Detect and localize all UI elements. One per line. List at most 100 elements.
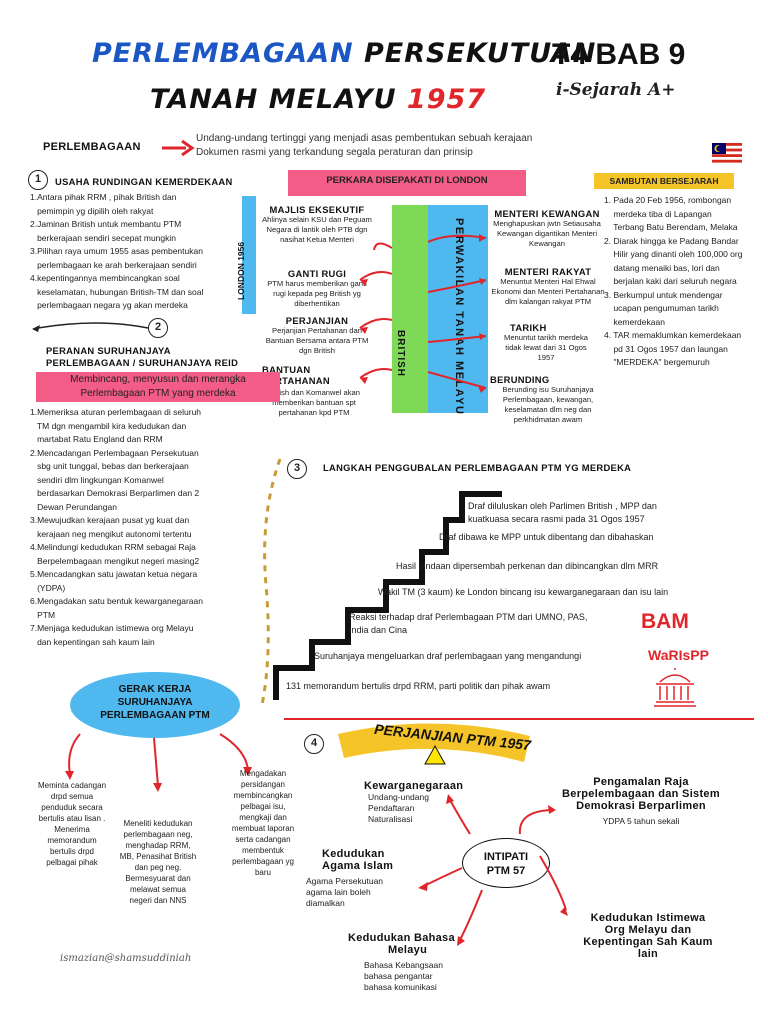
- london-right-title-3: TARIKH: [510, 322, 547, 333]
- subtitle: i-Sejarah A+: [556, 80, 676, 100]
- gerak-right-line-4: pelbagai isu,: [240, 802, 286, 811]
- london-left-item-1: MAJLIS EKSEKUTIF Ahlinya selain KSU dan …: [262, 204, 372, 245]
- gerak-right-line-2: persidangan: [240, 780, 286, 789]
- intipati-item-4-title2: Org Melayu dan: [604, 924, 692, 936]
- intipati-item-3-line2: agama lain boleh: [306, 887, 371, 897]
- section3-title: LANGKAH PENGGUBALAN PERLEMBAGAAN PTM YG …: [323, 462, 632, 473]
- london-right-title-1: MENTERI KEWANGAN: [494, 208, 600, 219]
- gerak-right-line-7: serta cadangan: [235, 835, 291, 844]
- intipati-arrows-icon: [418, 794, 568, 946]
- intipati-item-5-line1: Bahasa Kebangsaan: [364, 960, 443, 970]
- intipati-item-5-line3: bahasa komunikasi: [364, 982, 437, 992]
- mnemonic-bam: BAM: [641, 610, 689, 633]
- london-left-title-2: GANTI RUGI: [287, 268, 347, 279]
- gerak-middle-line-1: Meneliti kedudukan: [123, 819, 193, 828]
- section2-banner: Membincang, menyusun dan merangka Perlem…: [36, 372, 280, 402]
- celebration-item-7: berjalan kaki dari seluruh negara: [604, 276, 737, 286]
- definition-label: PERLEMBAGAAN: [43, 141, 141, 153]
- celebration-item-4: 2. Diarak hingga ke Padang Bandar: [604, 235, 739, 246]
- london-right-text-3: Menuntut tarikh merdeka tidak lewat dari…: [504, 333, 588, 362]
- section2-banner-line1: Membincang, menyusun dan merangka: [70, 374, 246, 385]
- london-header: PERKARA DISEPAKATI DI LONDON: [288, 170, 526, 196]
- gerak-left-line-7: bertulis drpd: [49, 847, 95, 856]
- celebration-item-9: ucapan pengumuman tarikh: [604, 303, 719, 313]
- definition-arrow-icon: [162, 139, 195, 157]
- step-7-line2: kuatkuasa secara rasmi pada 31 Ogos 1957: [468, 514, 645, 524]
- gerak-left-line-2: drpd semua: [50, 792, 94, 801]
- gerak-left-line-6: memorandum: [47, 836, 97, 845]
- london-right-title-4: BERUNDING: [490, 374, 550, 385]
- london-left-text-1: Ahlinya selain KSU dan Peguam Negara di …: [262, 215, 372, 244]
- gerak-right-line-5: mengkaji dan: [239, 813, 287, 822]
- london-right-text-4: Berunding isu Suruhanjaya Perlembagaan, …: [502, 385, 594, 424]
- section2-item-6: sendiri dlm lingkungan Komanwel: [30, 474, 164, 485]
- london-left-text-3: Perjanjian Pertahanan dan Bantuan Bersam…: [265, 326, 369, 355]
- intipati-line2: PTM 57: [486, 865, 526, 877]
- section2-item-7: berdasarkan Demokrasi Berparlimen dan 2: [30, 488, 200, 498]
- gerak-middle-line-3: menghadap RRM,: [125, 841, 191, 850]
- section2-title-1: PERANAN SURUHANJAYA: [46, 345, 171, 356]
- section4-banner-shape: [338, 723, 530, 762]
- section2-title-2: PERLEMBAGAAN / SURUHANJAYA REID: [46, 357, 239, 368]
- london-left-item-2: GANTI RUGI PTM harus memberikan ganti ru…: [262, 268, 372, 309]
- gerak-middle-line-4: MB, Penasihat British: [119, 852, 197, 861]
- section2-item-17: 7.Menjaga kedudukan istimewa org Melayu: [30, 623, 194, 633]
- title-line2: TANAH MELAYU 1957: [150, 84, 486, 115]
- british-bar: [392, 205, 428, 413]
- celebration-item-10: kemerdekaan: [604, 316, 665, 327]
- building-icon: [654, 668, 696, 707]
- gerak-right-line-10: baru: [254, 868, 271, 877]
- section1-list: 1.Antara pihak RRM , pihak British dan p…: [30, 191, 260, 313]
- title-part2: PERSEKUTUAN: [353, 38, 597, 69]
- london-right-text-1: Menghapuskan jwtn Setiausaha Kewangan di…: [493, 219, 601, 248]
- gerak-right-line-6: membuat laporan: [231, 824, 295, 833]
- london-right-item-3: TARIKH Menuntut tarikh merdeka tidak lew…: [496, 322, 596, 363]
- intipati-item-3-title2: Agama Islam: [322, 860, 394, 872]
- celebration-item-2: merdeka tiba di Lapangan: [604, 208, 712, 219]
- warning-triangle-icon: [424, 744, 446, 765]
- section1-item-7: 4.kepentingannya membincangkan soal: [30, 273, 180, 283]
- section1-title: USAHA RUNDINGAN KEMERDEKAAN: [55, 176, 233, 187]
- gerak-middle-line-6: Bermesyuarat dan: [125, 874, 191, 883]
- london-right-item-2: MENTERI RAKYAT Menuntut Menteri Hal Ehwa…: [490, 266, 606, 307]
- london-right-item-1: MENTERI KEWANGAN Menghapuskan jwtn Setia…: [488, 208, 606, 249]
- section2-item-10: kerajaan neg mengikut autonomi tertentu: [30, 528, 192, 539]
- section2-number: 2: [148, 318, 168, 338]
- intipati-item-2-title2: Berpelembagaan dan Sistem: [562, 788, 720, 800]
- gerak-right-line-1: Mengadakan: [239, 769, 287, 778]
- gerak-title-1: GERAK KERJA: [118, 684, 192, 695]
- gerak-middle-line-7: melawat semua: [129, 885, 187, 894]
- gerak-title: GERAK KERJA SURUHANJAYA PERLEMBAGAAN PTM: [70, 683, 240, 722]
- definition-line2: Dokumen rasmi yang terkandung segala per…: [196, 147, 473, 158]
- section1-item-6: perlembagaan ke arah berkerajaan sendiri: [30, 259, 197, 270]
- gerak-left-line-8: pelbagai pihak: [46, 858, 98, 867]
- gerak-right-line-9: perlembagaan yg: [232, 857, 294, 866]
- london-vertical-bar: [242, 196, 256, 314]
- intipati-item-1-line2: Pendaftaran: [368, 803, 415, 813]
- gerak-right-line-8: membentuk: [242, 846, 284, 855]
- definition-text: Undang-undang tertinggi yang menjadi asa…: [196, 132, 532, 160]
- intipati-item-3: Kedudukan Agama Islam Agama Persekutuan …: [306, 848, 426, 909]
- step-3: Reaksi terhadap draf Perlembagaan PTM da…: [349, 611, 587, 637]
- gerak-middle-line-2: perlembagaan neg,: [123, 830, 193, 839]
- gerak-title-3: PERLEMBAGAAN PTM: [100, 710, 210, 721]
- gerak-left-line-3: penduduk secara: [41, 803, 103, 812]
- london-right-text-2: Menuntut Menteri Hal Ehwal Ekonomi dan M…: [491, 277, 605, 306]
- section2-item-4: 2.Mencadangan Perlembagaan Persekutuan: [30, 447, 199, 458]
- section1-item-3: 2.Jaminan British untuk membantu PTM: [30, 219, 182, 229]
- london-right-title-2: MENTERI RAKYAT: [504, 266, 592, 277]
- intipati-item-1-title: Kewarganegaraan: [364, 780, 464, 792]
- gerak-middle-line-5: dan peg neg.: [134, 863, 182, 872]
- intipati-item-3-line3: diamalkan: [306, 898, 345, 908]
- intipati-item-3-line1: Agama Persekutuan: [306, 876, 384, 886]
- section2-item-2: TM dgn mengambil kira kedudukan dan: [30, 420, 187, 431]
- intipati-item-1: Kewarganegaraan Undang-undang Pendaftara…: [364, 780, 484, 825]
- intipati-item-5-title2: Melayu: [388, 944, 428, 956]
- section1-item-1: 1.Antara pihak RRM , pihak British dan: [30, 192, 177, 202]
- celebration-header: SAMBUTAN BERSEJARAH: [594, 173, 734, 189]
- section3-number: 3: [287, 459, 307, 479]
- london-left-text-4: British dan Komanwel akan memberikan ban…: [267, 388, 361, 417]
- london-left-item-3: PERJANJIAN Perjanjian Pertahanan dan Ban…: [262, 315, 372, 356]
- section2-banner-line2: Perlembagaan PTM yang merdeka: [80, 388, 236, 399]
